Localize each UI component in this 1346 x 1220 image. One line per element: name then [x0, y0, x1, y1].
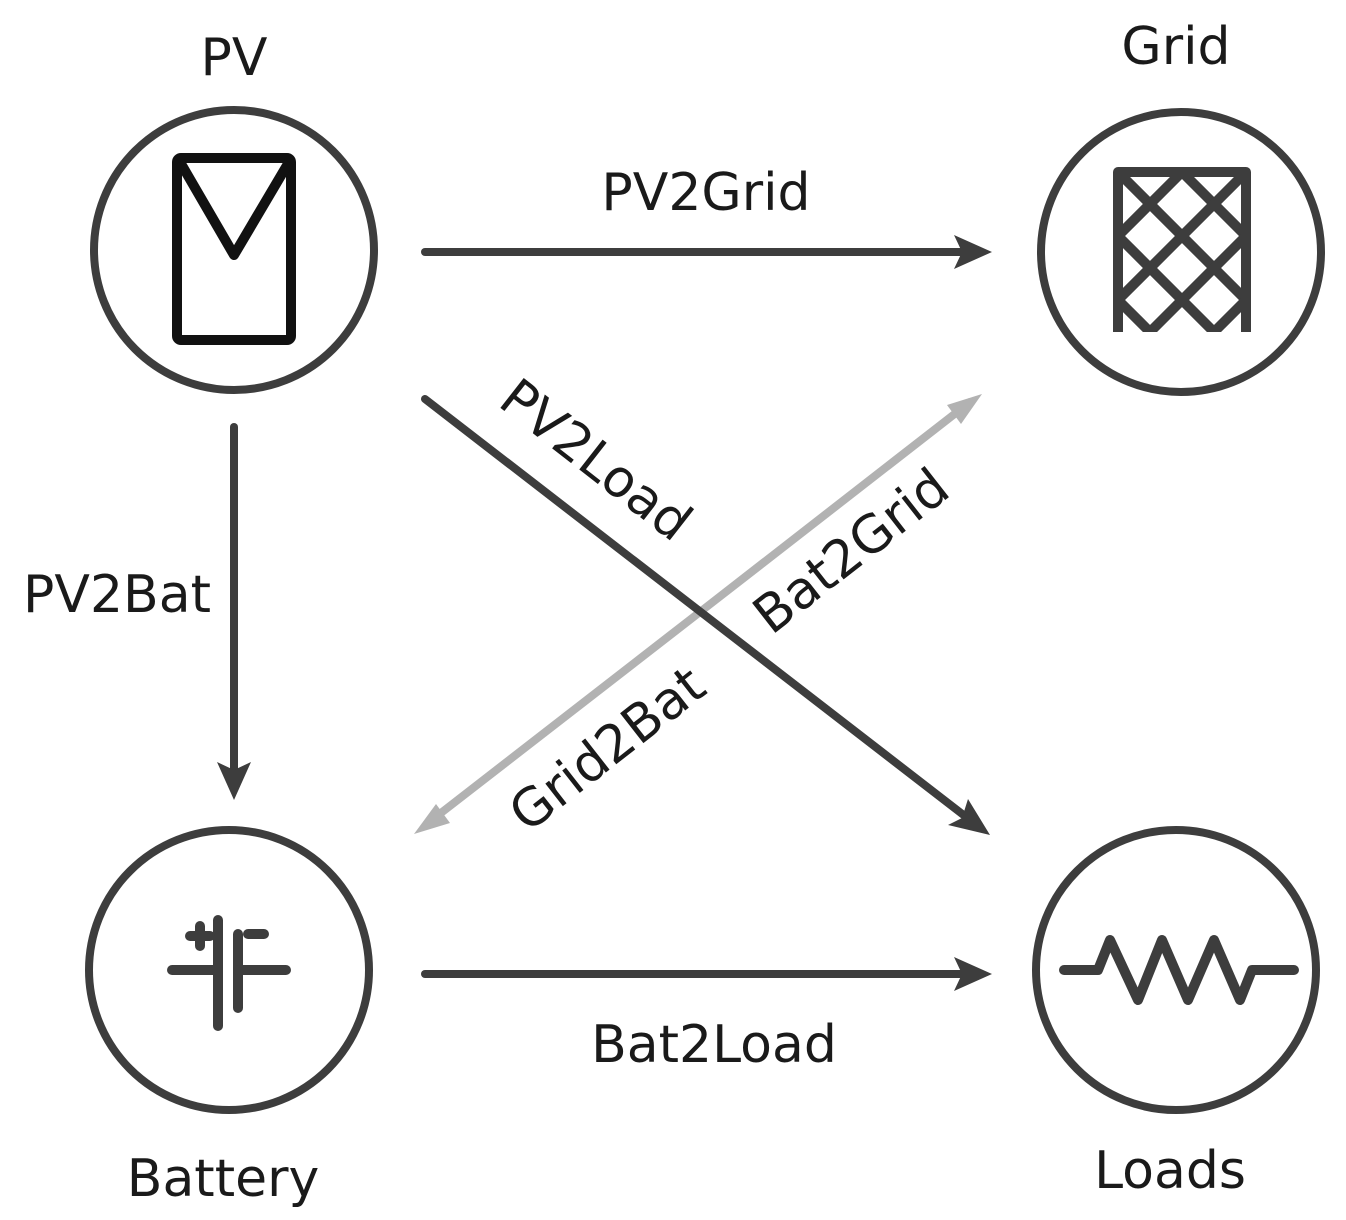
resistor-icon	[1059, 935, 1299, 1005]
flow-bat2load-arrow	[421, 957, 992, 991]
node-grid: Grid	[1037, 17, 1325, 396]
node-label-pv: PV	[201, 28, 268, 88]
flow-pv2bat-arrow	[217, 423, 251, 800]
battery-icon	[167, 915, 291, 1031]
flow-label-bat2load: Bat2Load	[591, 1015, 837, 1075]
flow-label-pv2grid: PV2Grid	[601, 163, 810, 223]
flow-pv2load-arrow	[421, 395, 990, 835]
node-battery: Battery	[85, 826, 373, 1209]
flow-pv2grid-arrow	[421, 235, 992, 269]
flow-label-pv2load: PV2Load	[488, 368, 702, 554]
solar-panel-icon	[172, 153, 296, 345]
node-pv: PV	[90, 28, 378, 394]
node-circle-battery	[85, 826, 373, 1114]
grid-tower-icon	[1113, 167, 1251, 332]
flow-grid2bat-bat2grid	[414, 394, 982, 834]
node-label-battery: Battery	[127, 1149, 319, 1209]
node-label-grid: Grid	[1121, 17, 1230, 77]
flow-label-pv2bat: PV2Bat	[23, 565, 211, 625]
node-label-loads: Loads	[1094, 1141, 1246, 1201]
node-loads: Loads	[1032, 826, 1320, 1201]
node-circle-grid	[1037, 108, 1325, 396]
